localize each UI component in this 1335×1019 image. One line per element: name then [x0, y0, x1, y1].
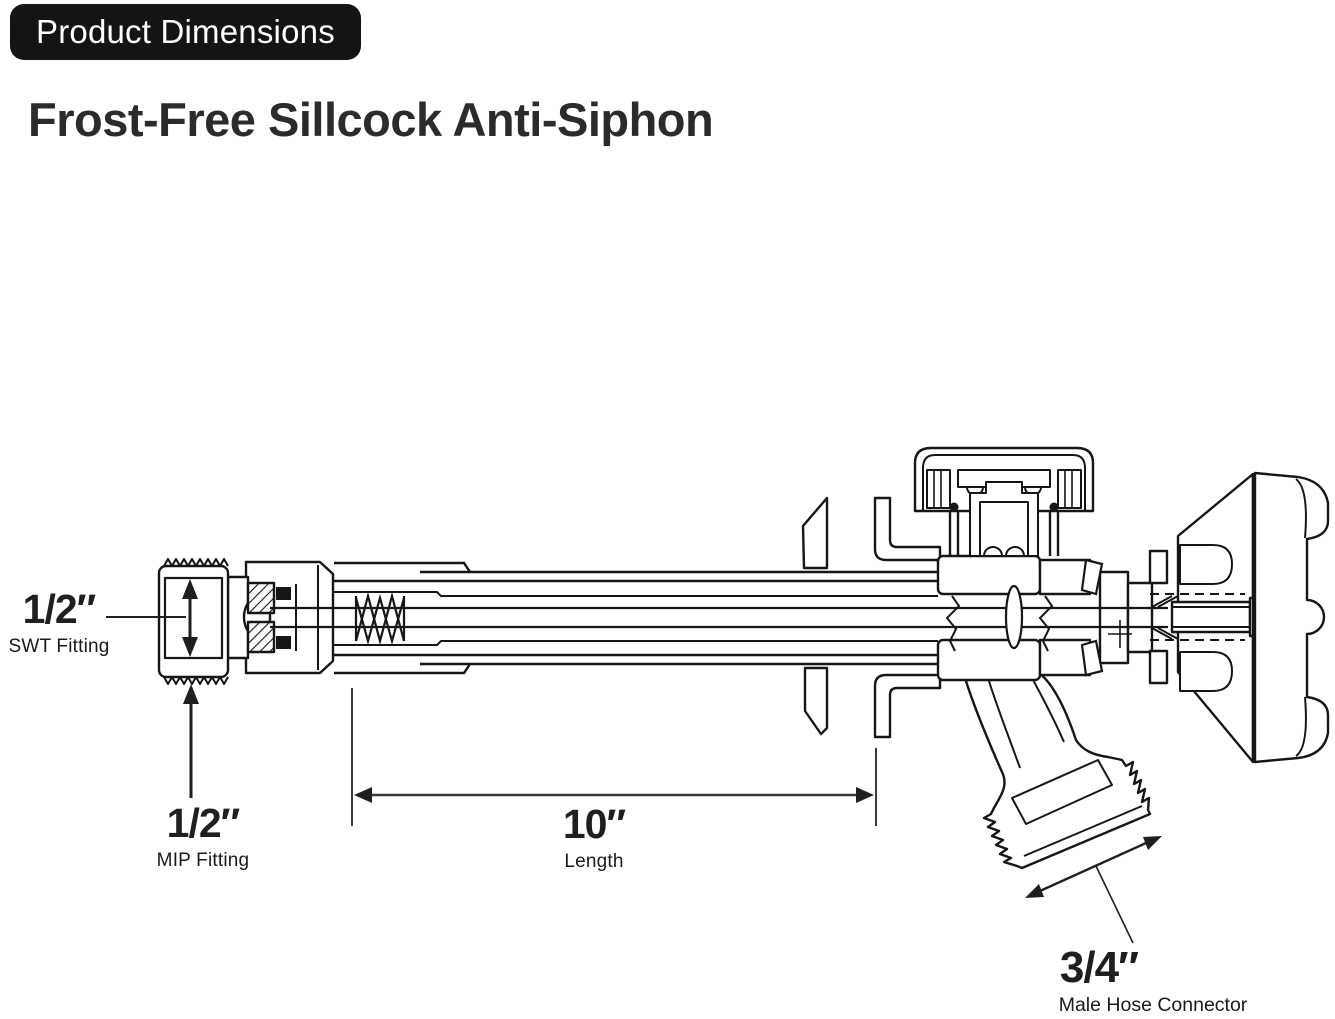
vacuum-breaker-cap	[913, 446, 1095, 557]
swt-value: 1/2″	[22, 586, 97, 632]
mip-value: 1/2″	[166, 800, 241, 846]
hose-label: Male Hose Connector	[1058, 994, 1248, 1016]
mounting-flange	[801, 496, 942, 739]
valve-body	[936, 554, 1154, 682]
product-dimensions-badge: Product Dimensions	[10, 4, 361, 60]
swt-mip-fitting	[157, 558, 335, 685]
length-dimension-label: 10″ Length	[528, 801, 660, 872]
hose-dimension-arrow	[1025, 836, 1162, 944]
tube	[334, 561, 938, 675]
o-ring-dot-right	[1049, 502, 1059, 512]
length-value: 10″	[562, 801, 626, 847]
spout-and-hose-connector	[963, 670, 1152, 870]
o-ring-dot-left	[949, 502, 959, 512]
mip-label: MIP Fitting	[156, 850, 250, 871]
page-title: Frost-Free Sillcock Anti-Siphon	[28, 93, 714, 146]
length-dimension-arrow	[351, 688, 877, 826]
o-ring	[1004, 584, 1024, 650]
swt-dimension-label: 1/2″ SWT Fitting	[0, 586, 118, 657]
length-label: Length	[564, 851, 624, 872]
spring	[354, 591, 406, 646]
handle	[1148, 471, 1330, 764]
hidden-thread-lines	[1150, 593, 1245, 641]
mip-dimension-label: 1/2″ MIP Fitting	[145, 800, 261, 871]
mip-dimension-arrow	[183, 684, 199, 798]
swt-label: SWT Fitting	[8, 636, 110, 657]
swt-dimension-arrow	[106, 579, 198, 657]
handle-screw	[1170, 596, 1274, 638]
hose-value: 3/4″	[1059, 943, 1139, 992]
dimension-annotations	[106, 579, 1162, 944]
body-internals	[945, 558, 1132, 677]
